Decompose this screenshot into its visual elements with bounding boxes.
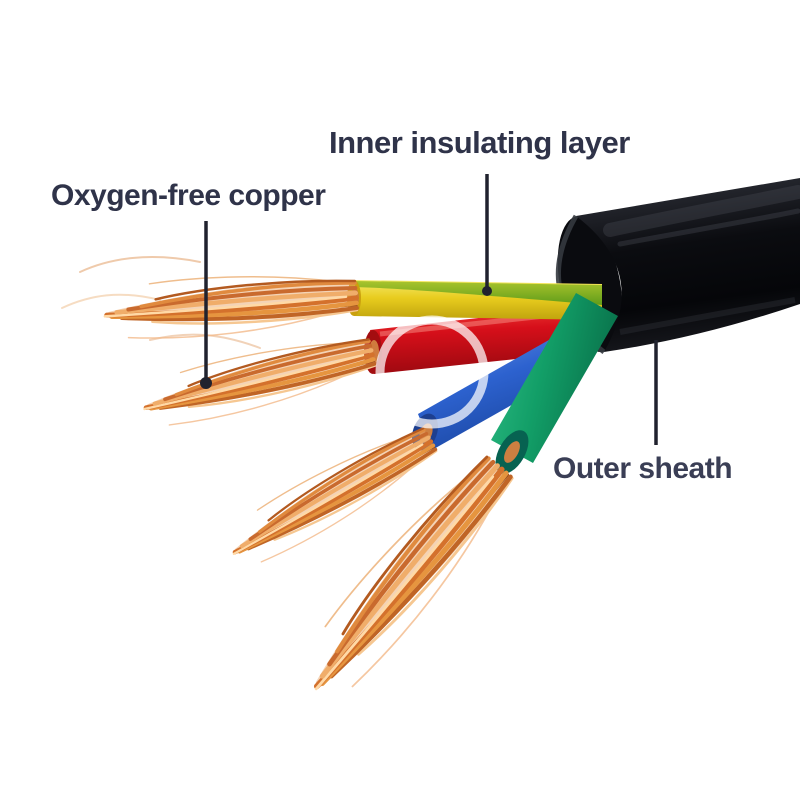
conductor-green — [491, 293, 618, 474]
watermark-circle — [375, 315, 489, 429]
leader-line-inner-insulating-layer — [482, 174, 492, 296]
conductor-yellow-green — [347, 280, 602, 320]
outer-sheath-graphic — [576, 178, 800, 352]
leader-line-oxygen-free-copper — [200, 221, 212, 389]
label-outer-sheath: Outer sheath — [553, 452, 733, 485]
copper-bundle-red — [138, 326, 378, 433]
label-oxygen-free-copper: Oxygen-free copper — [51, 179, 326, 212]
copper-bundle-yellow — [102, 267, 358, 344]
label-inner-insulating-layer: Inner insulating layer — [329, 125, 630, 160]
leader-lines — [200, 174, 658, 445]
